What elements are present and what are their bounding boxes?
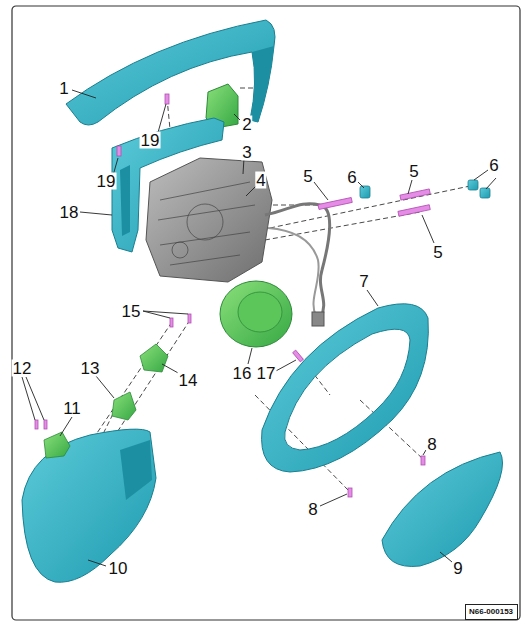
trim-cover xyxy=(382,452,503,566)
leader-line xyxy=(96,376,114,398)
leader-line xyxy=(234,114,240,120)
reference-number: N66-000153 xyxy=(469,608,514,616)
leader-line xyxy=(320,494,347,506)
leader-line xyxy=(72,90,96,98)
assembly-lines xyxy=(270,186,470,228)
leader-line xyxy=(422,215,434,243)
leader-line xyxy=(26,377,44,420)
callout-number: 2 xyxy=(241,116,252,133)
callout-number: 15 xyxy=(121,303,142,320)
lower-housing xyxy=(120,440,152,500)
callout-number: 6 xyxy=(488,157,499,174)
callout-number: 19 xyxy=(140,132,161,149)
callout-number: 11 xyxy=(62,400,82,417)
bracket xyxy=(120,165,130,236)
mirror-frame xyxy=(262,304,429,472)
leader-line xyxy=(486,178,496,189)
leader-line xyxy=(474,170,488,180)
mechanism-detail xyxy=(158,182,255,265)
leader-line xyxy=(88,560,106,566)
screw xyxy=(348,456,425,497)
clip xyxy=(360,186,370,198)
screw xyxy=(170,318,173,327)
screw xyxy=(117,146,121,156)
callout-number: 5 xyxy=(302,168,313,185)
small-part xyxy=(44,344,168,458)
screw xyxy=(348,488,352,497)
clip xyxy=(360,180,490,198)
callout-number: 6 xyxy=(346,169,357,186)
leader-line xyxy=(60,417,72,436)
callout-number: 8 xyxy=(307,501,318,518)
callout-number: 16 xyxy=(232,365,253,382)
callout-number: 4 xyxy=(255,172,266,189)
small-part xyxy=(44,432,70,458)
motor xyxy=(238,292,282,332)
leader-line xyxy=(22,90,496,566)
callout-number: 7 xyxy=(358,273,369,290)
small-part xyxy=(112,392,136,420)
leader-line xyxy=(440,552,452,562)
screw xyxy=(44,420,47,429)
lower-housing xyxy=(22,429,156,582)
screw xyxy=(35,314,191,429)
rod xyxy=(318,198,352,210)
mirror-cap xyxy=(66,20,275,125)
small-part xyxy=(140,344,168,372)
frame xyxy=(12,6,520,620)
callout-number: 12 xyxy=(12,360,33,377)
rod xyxy=(400,189,430,200)
connector xyxy=(312,312,324,326)
screw xyxy=(421,456,425,465)
assembly-lines xyxy=(265,212,420,240)
leader-line xyxy=(274,360,296,372)
rod xyxy=(398,205,430,217)
callout-number: 19 xyxy=(96,173,117,190)
callout-number: 18 xyxy=(59,204,80,221)
mechanism-detail xyxy=(172,242,188,258)
screw xyxy=(188,314,191,323)
leader-line xyxy=(314,182,328,200)
screw xyxy=(293,350,304,362)
callout-number: 3 xyxy=(241,144,252,161)
reference-box: N66-000153 xyxy=(465,604,518,620)
mirror-cap xyxy=(250,46,274,122)
callout-number: 9 xyxy=(452,560,463,577)
leader-line xyxy=(408,180,412,194)
callout-number: 13 xyxy=(80,360,101,377)
screw xyxy=(35,420,38,429)
mechanism-detail xyxy=(187,204,223,240)
clip xyxy=(468,180,478,190)
callout-number: 5 xyxy=(408,163,419,180)
callout-number: 17 xyxy=(256,365,277,382)
clip xyxy=(480,188,490,198)
leader-line xyxy=(367,290,378,306)
rod xyxy=(318,189,430,216)
leader-line xyxy=(143,311,188,314)
callout-number: 10 xyxy=(108,560,129,577)
leader-line xyxy=(80,212,112,215)
callout-number: 5 xyxy=(432,244,443,261)
callout-number: 1 xyxy=(58,80,69,97)
motor xyxy=(220,281,292,347)
callout-number: 14 xyxy=(178,372,199,389)
leader-line xyxy=(358,182,364,188)
leader-line xyxy=(248,348,252,364)
screw xyxy=(165,94,169,104)
callout-number: 8 xyxy=(426,436,437,453)
mechanism-detail xyxy=(158,182,255,265)
adjustment-mechanism xyxy=(146,158,272,282)
